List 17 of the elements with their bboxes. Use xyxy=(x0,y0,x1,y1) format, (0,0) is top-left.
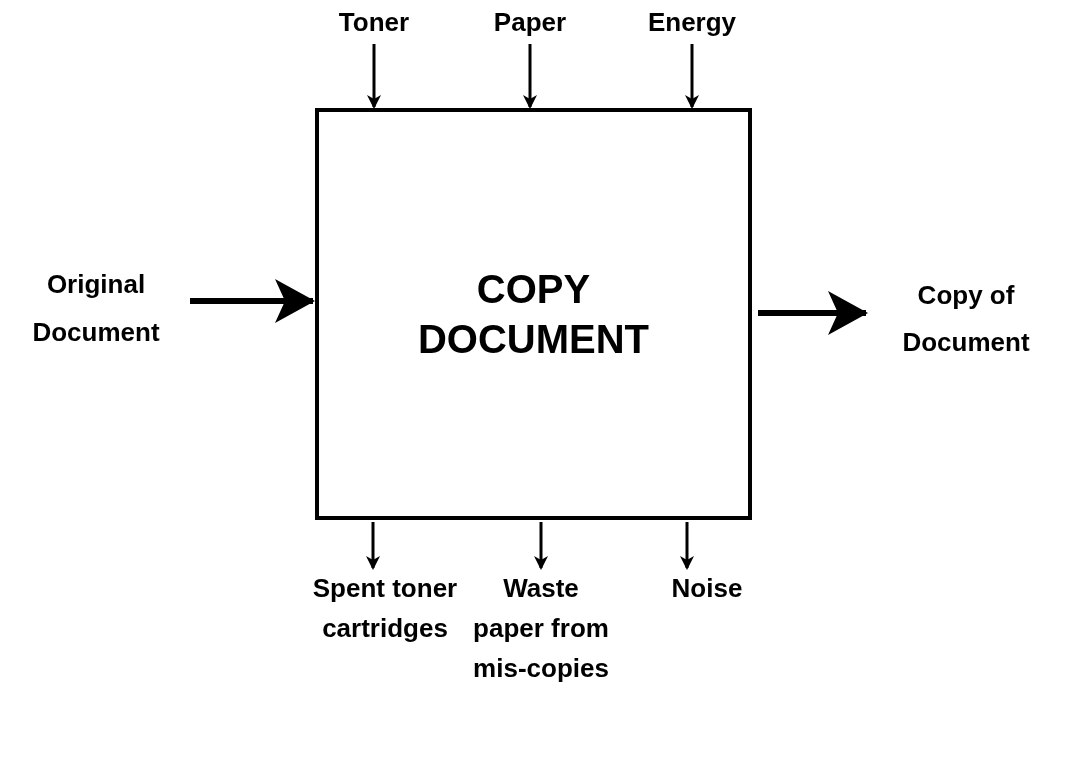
arrow xyxy=(367,44,381,109)
arrow xyxy=(366,522,380,570)
flow-label: Noise xyxy=(642,568,772,608)
arrow xyxy=(534,522,548,570)
arrow xyxy=(685,44,699,109)
flow-label: Paper xyxy=(475,6,585,44)
flow-label: Copy of Document xyxy=(866,272,1066,366)
flow-label: Waste paper from mis-copies xyxy=(468,568,614,748)
arrow xyxy=(758,291,868,335)
flow-label: Energy xyxy=(622,6,762,44)
arrow xyxy=(190,279,315,323)
process-box: COPY DOCUMENT xyxy=(315,108,752,520)
arrow xyxy=(523,44,537,109)
flow-label: Original Document xyxy=(2,260,190,356)
flow-label: Spent toner cartridges xyxy=(310,568,460,708)
arrow xyxy=(680,522,694,570)
flow-label: Toner xyxy=(324,6,424,44)
